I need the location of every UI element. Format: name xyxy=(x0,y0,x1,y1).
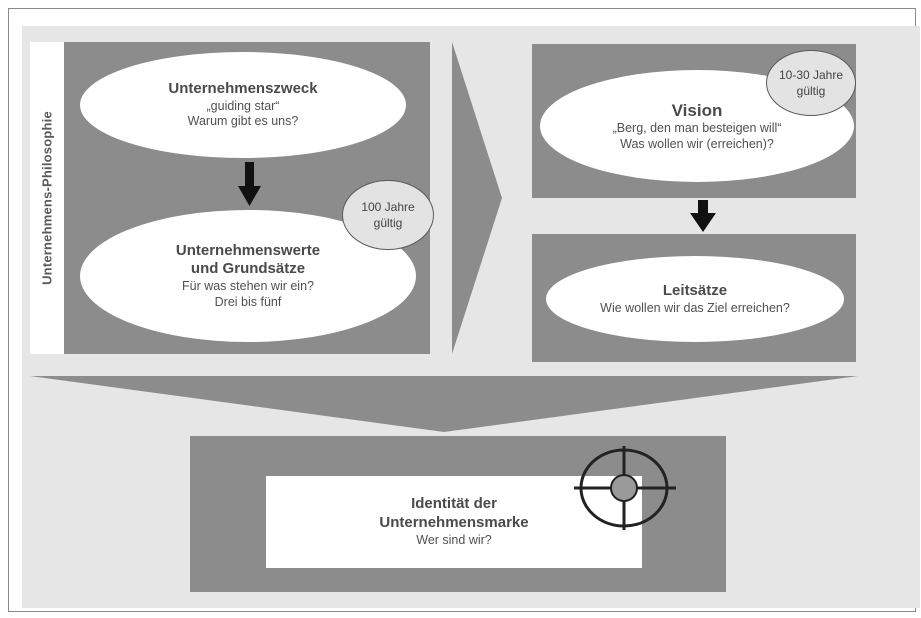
guidelines-question: Wie wollen wir das Ziel erreichen? xyxy=(600,300,790,315)
vision-subtitle: „Berg, den man besteigen will“ xyxy=(612,121,782,135)
vision-validity-badge: 10-30 Jahre gültig xyxy=(766,50,856,116)
guidelines-title: Leitsätze xyxy=(662,281,728,299)
right-chevron-arrow-icon xyxy=(452,42,502,354)
purpose-question: Warum gibt es uns? xyxy=(187,114,299,129)
target-crosshair-icon xyxy=(574,446,676,530)
values-title-line1: Unternehmenswerte xyxy=(175,241,321,259)
values-count: Drei bis fünf xyxy=(214,294,282,309)
values-title-line2: und Grundsätze xyxy=(190,260,306,278)
vision-badge-line2: gültig xyxy=(796,84,826,98)
vision-question: Was wollen wir (erreichen)? xyxy=(620,136,774,151)
identity-title-line1: Identität der xyxy=(411,495,497,513)
funnel-arrow-icon xyxy=(30,376,858,432)
guidelines-ellipse: Leitsätze Wie wollen wir das Ziel erreic… xyxy=(546,256,844,342)
purpose-ellipse: Unternehmenszweck „guiding star“ Warum g… xyxy=(80,52,406,158)
purpose-subtitle: „guiding star“ xyxy=(206,98,280,113)
philosophy-label-box xyxy=(30,42,64,354)
identity-question: Wer sind wir? xyxy=(416,532,492,547)
vision-down-arrow-icon xyxy=(690,200,716,232)
vision-badge-line1: 10-30 Jahre xyxy=(778,67,844,82)
down-arrow-icon xyxy=(238,162,261,206)
identity-title-line2: Unternehmensmarke xyxy=(379,514,529,532)
values-validity-badge: 100 Jahre gültig xyxy=(342,180,434,250)
values-question: Für was stehen wir ein? xyxy=(181,279,314,294)
vision-title: Vision xyxy=(671,100,723,120)
purpose-title: Unternehmenszweck xyxy=(168,80,318,97)
identity-box: Identität der Unternehmensmarke Wer sind… xyxy=(266,476,642,568)
values-badge-line1: 100 Jahre xyxy=(361,199,415,214)
values-badge-line2: gültig xyxy=(373,216,403,230)
